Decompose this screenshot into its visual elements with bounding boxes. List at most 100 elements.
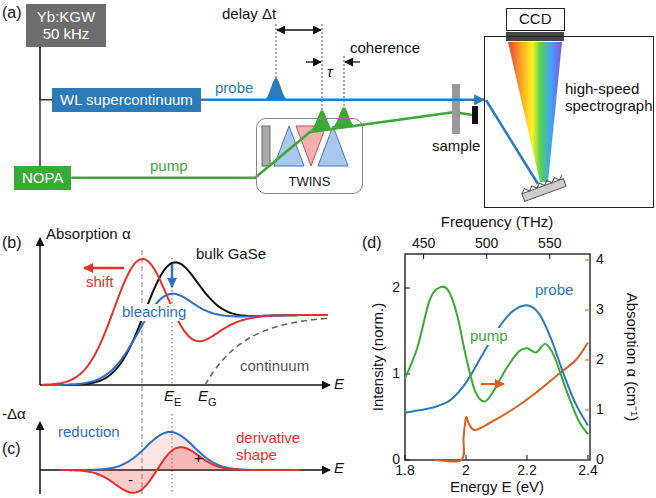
tick-label: 1 bbox=[596, 402, 604, 417]
spectrograph-box: high-speed spectrograph bbox=[484, 36, 654, 208]
bleached-curve bbox=[42, 294, 328, 385]
curve-label: pump bbox=[468, 328, 510, 345]
pump-spectrum bbox=[405, 287, 588, 435]
plate bbox=[262, 126, 270, 166]
tick bbox=[585, 260, 590, 261]
pulse bbox=[263, 78, 289, 100]
spectra bbox=[405, 287, 588, 462]
box-text: TWINS bbox=[257, 175, 362, 189]
tick-label: 1 bbox=[392, 366, 400, 381]
laser-box: Yb:KGW 50 kHz bbox=[26, 4, 106, 47]
tick bbox=[585, 360, 590, 361]
tick bbox=[423, 254, 424, 259]
prism bbox=[318, 126, 348, 166]
shifted-curve bbox=[42, 259, 328, 385]
bleaching-label: bleaching bbox=[120, 304, 188, 321]
energy-symbol: E bbox=[164, 388, 174, 405]
beam-block bbox=[472, 106, 478, 124]
tick-label: 1.8 bbox=[395, 463, 414, 478]
beam-label: probe bbox=[215, 80, 253, 97]
box-text: WL supercontinuum bbox=[60, 92, 193, 109]
coherence-label: coherence bbox=[350, 40, 420, 57]
axis-label: Frequency (THz) bbox=[441, 214, 554, 231]
probe-beam bbox=[486, 100, 538, 184]
tick-label: 2 bbox=[596, 352, 604, 367]
tick bbox=[486, 254, 487, 259]
axis-label: -Δα bbox=[2, 406, 26, 423]
pulses bbox=[263, 78, 357, 130]
derivative-label: derivative shape bbox=[236, 430, 320, 463]
axis-label: Intensity (norm.) bbox=[370, 303, 387, 411]
pump-beam bbox=[460, 113, 472, 115]
delay-label: delay Δt bbox=[222, 6, 276, 23]
energy-symbol: E bbox=[198, 388, 208, 405]
tick-label: 2 bbox=[462, 463, 470, 478]
panel-letter: (c) bbox=[2, 440, 21, 458]
probe-spectrum bbox=[405, 305, 588, 425]
grating bbox=[521, 175, 566, 201]
tick bbox=[466, 455, 467, 460]
coherence-arrow bbox=[345, 61, 360, 62]
absorption-curve bbox=[42, 262, 328, 385]
box-text: CCD bbox=[519, 11, 552, 28]
panel-letter: (d) bbox=[362, 234, 382, 252]
shift-label: shift bbox=[86, 274, 114, 291]
interferometer-box: TWINS bbox=[256, 118, 363, 194]
beam-connector bbox=[39, 47, 41, 166]
tick-label: 2.4 bbox=[578, 463, 597, 478]
box-text: high-speed spectrograph bbox=[565, 81, 651, 114]
curve-label: bulk GaSe bbox=[196, 246, 266, 263]
bleaching-arrow bbox=[171, 262, 174, 287]
tick bbox=[549, 254, 550, 259]
tick bbox=[585, 460, 590, 461]
dispersed-spectrum bbox=[508, 42, 562, 182]
peak-marker bbox=[171, 258, 172, 386]
energy-subscript: G bbox=[208, 396, 217, 408]
beam-connector bbox=[201, 99, 484, 102]
axis-line bbox=[39, 422, 41, 494]
tick-label: 2.2 bbox=[517, 463, 536, 478]
source-box: WL supercontinuum bbox=[52, 88, 201, 112]
reduction-label: reduction bbox=[58, 424, 120, 441]
source-box: NOPA bbox=[14, 166, 71, 190]
timing-marks bbox=[276, 24, 360, 130]
tick-label: 4 bbox=[596, 252, 604, 267]
continuum-label: continuum bbox=[240, 358, 309, 375]
sign-label: + bbox=[194, 450, 203, 467]
tick bbox=[585, 410, 590, 411]
tick bbox=[527, 455, 528, 460]
axis-label: Energy E (eV) bbox=[450, 479, 544, 496]
tick-label: 3 bbox=[596, 302, 604, 317]
beam-connector bbox=[71, 177, 256, 180]
beam-label: pump bbox=[150, 158, 188, 175]
sample-label: sample bbox=[432, 138, 480, 155]
box-text: NOPA bbox=[22, 170, 63, 187]
tick-label: 550 bbox=[538, 236, 561, 251]
tick bbox=[585, 310, 590, 311]
curve-label: probe bbox=[535, 282, 573, 299]
grating-grooves bbox=[521, 175, 564, 194]
energy-subscript: E bbox=[174, 396, 181, 408]
shift-arrow bbox=[84, 267, 124, 270]
axis-pointer-arrow bbox=[481, 383, 504, 385]
tick-label: 450 bbox=[412, 236, 435, 251]
axis-label: E bbox=[334, 460, 344, 477]
axis-label: Absorption α bbox=[46, 226, 131, 243]
camera-box: CCD bbox=[506, 8, 565, 31]
sign-label: - bbox=[128, 472, 133, 489]
tick-label: 500 bbox=[475, 236, 498, 251]
tick bbox=[405, 455, 406, 460]
panel-letter: (b) bbox=[2, 234, 22, 252]
pump-beam bbox=[256, 112, 455, 177]
panel-letter: (a) bbox=[2, 4, 22, 22]
sample-plate bbox=[452, 84, 460, 134]
grating-body bbox=[522, 179, 566, 202]
tick bbox=[588, 455, 589, 460]
axis-label: Absorption α (cm⁻¹) bbox=[624, 293, 641, 422]
axis-line bbox=[39, 238, 41, 385]
coherence-arrow bbox=[306, 61, 321, 62]
beam-connector bbox=[40, 47, 52, 100]
tau-symbol: τ bbox=[327, 64, 333, 81]
box-text: Yb:KGW 50 kHz bbox=[34, 9, 98, 42]
